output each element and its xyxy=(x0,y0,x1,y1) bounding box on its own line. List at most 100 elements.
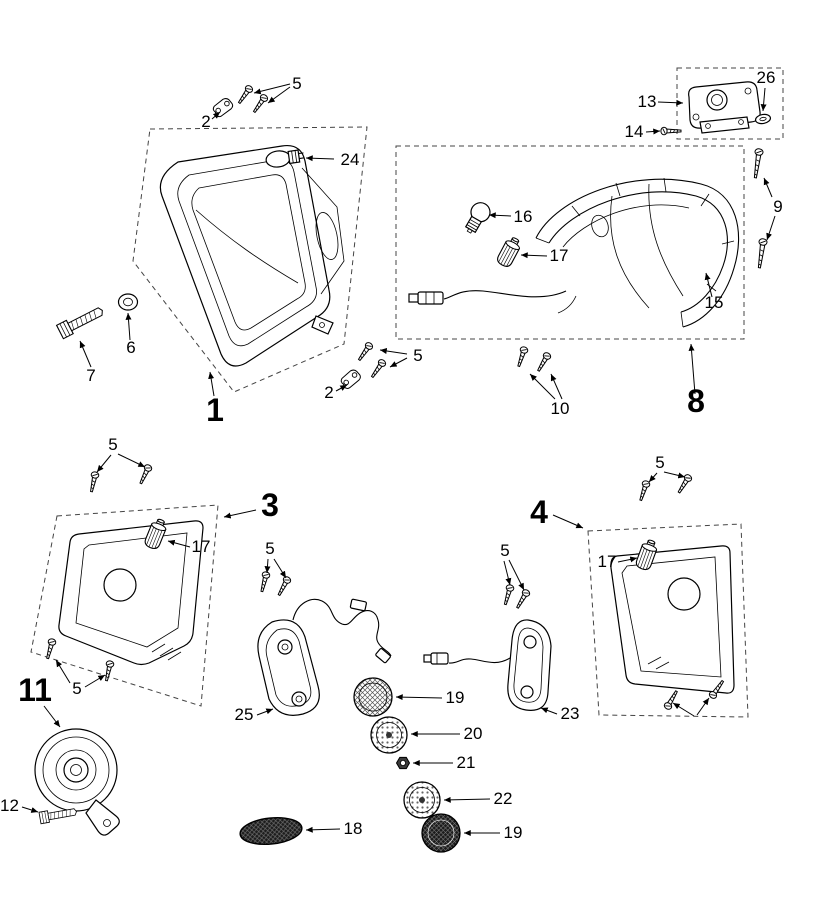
callout-lens-20: 20 xyxy=(464,724,483,743)
screw-5 xyxy=(87,470,100,493)
callout-bulb-holder-17: 17 xyxy=(550,246,569,265)
callout-left-panel-3: 3 xyxy=(261,487,279,523)
leader-line xyxy=(84,674,106,688)
right-panel-drawing xyxy=(610,545,735,694)
callout-headlight-bulb-24: 24 xyxy=(341,150,360,169)
callout-front-signal-25: 25 xyxy=(235,705,254,724)
headlight-bulb-24 xyxy=(265,149,305,168)
callout-horn-bolt-12: 12 xyxy=(0,796,19,815)
leader-line xyxy=(552,514,584,529)
screw-5 xyxy=(368,357,388,380)
leader-line xyxy=(253,83,291,95)
leader-line xyxy=(503,560,512,586)
front-signal-wiring xyxy=(292,598,392,664)
leader-lines xyxy=(21,83,776,836)
horn-11 xyxy=(34,728,120,836)
left-panel-group xyxy=(30,463,219,707)
screw-5 xyxy=(250,92,270,115)
callout-bulb-holder-17: 17 xyxy=(598,552,617,571)
grille-18 xyxy=(239,816,303,846)
leader-line xyxy=(672,702,695,717)
callout-screw-5: 5 xyxy=(413,346,422,365)
leader-line xyxy=(395,694,443,701)
callout-washer-6: 6 xyxy=(126,338,135,357)
callout-bulb-holder-17: 17 xyxy=(192,537,211,556)
tail-bulb-16 xyxy=(464,202,491,234)
reflector-19-bottom xyxy=(421,813,461,853)
front-signal-25 xyxy=(257,619,320,716)
leader-line xyxy=(96,454,112,473)
lens-22 xyxy=(403,781,441,819)
screw-14 xyxy=(660,126,682,136)
leader-line xyxy=(766,215,776,241)
screw-5 xyxy=(662,688,681,712)
leader-line xyxy=(488,212,512,219)
callout-screw-5: 5 xyxy=(108,435,117,454)
leader-line xyxy=(704,272,713,298)
callout-bracket-2: 2 xyxy=(201,112,210,131)
callout-headlight-assembly-1: 1 xyxy=(206,392,224,428)
callout-screw-10: 10 xyxy=(551,399,570,418)
callout-clip-26: 26 xyxy=(757,68,776,87)
reflector-19-top xyxy=(353,677,393,717)
leader-line xyxy=(520,252,548,259)
leader-line xyxy=(663,471,686,479)
nut-21 xyxy=(395,756,411,770)
callout-screw-5: 5 xyxy=(72,679,81,698)
leader-line xyxy=(125,312,132,341)
screw-5 xyxy=(275,574,293,598)
leader-line xyxy=(79,340,92,368)
lens-20 xyxy=(370,716,408,754)
headlight-boundary-box xyxy=(132,126,368,393)
callout-screw-9: 9 xyxy=(773,197,782,216)
bolt-7 xyxy=(56,303,107,340)
right-panel-group xyxy=(587,472,749,718)
callout-nut-21: 21 xyxy=(457,753,476,772)
callout-right-panel-4: 4 xyxy=(530,494,548,530)
leader-line xyxy=(273,558,287,579)
callout-tail-housing-15: 15 xyxy=(705,293,724,312)
leader-line xyxy=(648,472,658,483)
callout-lens-22: 22 xyxy=(494,789,513,808)
callout-screw-5: 5 xyxy=(500,541,509,560)
leader-line xyxy=(43,705,61,728)
callout-reflector-19: 19 xyxy=(446,688,465,707)
rear-signal-group xyxy=(423,583,552,711)
leader-line xyxy=(657,99,684,106)
callout-tail-bracket-13: 13 xyxy=(638,92,657,111)
leader-line xyxy=(617,556,638,563)
leader-line xyxy=(760,87,767,112)
leader-line xyxy=(305,155,335,162)
screw-5 xyxy=(355,340,375,363)
callout-screw-5: 5 xyxy=(265,539,274,558)
tail-housing-15 xyxy=(408,177,740,328)
callout-horn-11: 11 xyxy=(18,672,52,708)
screw-5 xyxy=(235,83,255,106)
leader-line xyxy=(21,806,39,813)
leader-line xyxy=(305,826,341,833)
bracket-2-top xyxy=(211,96,235,119)
leader-line xyxy=(379,348,408,355)
leader-line xyxy=(208,371,215,397)
callout-screw-14: 14 xyxy=(625,122,644,141)
tail-bracket-13 xyxy=(688,81,761,134)
leader-line xyxy=(267,86,291,104)
screw-10 xyxy=(514,345,530,368)
tail-light-assembly-group xyxy=(395,67,784,374)
tail-boundary-box xyxy=(395,145,745,340)
callout-grille-18: 18 xyxy=(344,819,363,838)
leader-line xyxy=(550,373,563,400)
leader-line xyxy=(696,697,710,716)
leader-line xyxy=(167,539,191,548)
leader-line xyxy=(688,343,696,395)
front-signal-group xyxy=(257,570,392,716)
leader-line xyxy=(264,558,271,574)
rear-signal-23 xyxy=(507,619,552,711)
leader-line xyxy=(389,357,408,368)
screw-5 xyxy=(501,583,516,606)
screw-9 xyxy=(754,237,768,269)
screw-5 xyxy=(513,587,532,611)
callout-screw-5: 5 xyxy=(655,453,664,472)
